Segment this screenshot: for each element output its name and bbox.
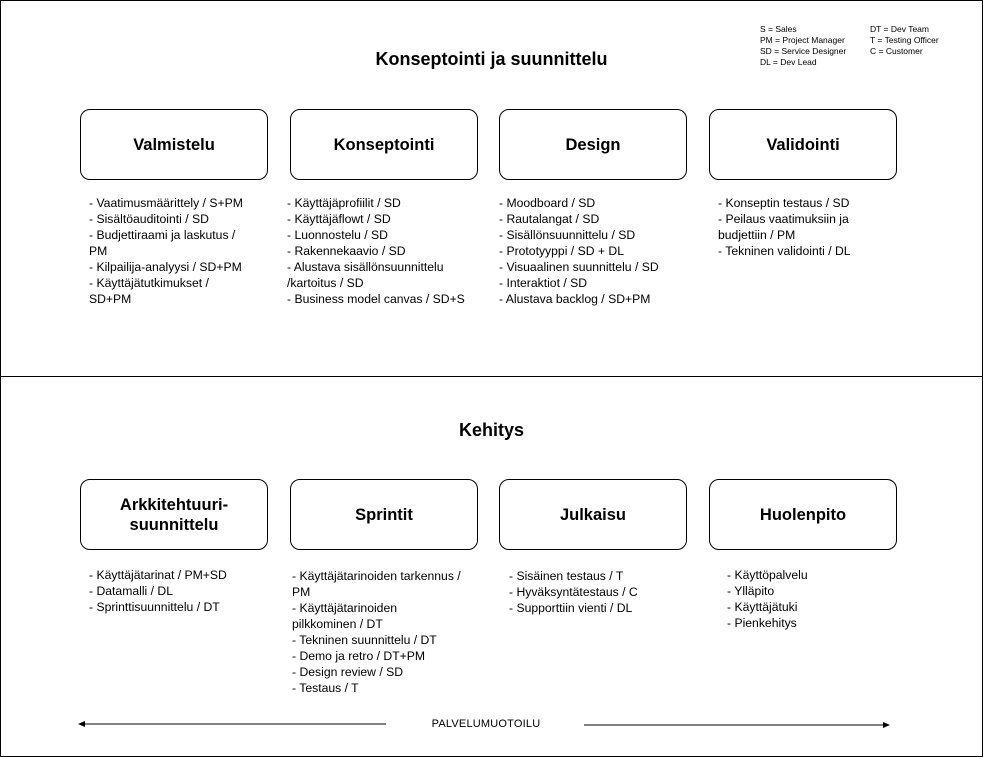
phase-title: Julkaisu [559, 505, 627, 524]
legend-roles-right: DT = Dev Team T = Testing Officer C = Cu… [870, 24, 939, 57]
task-item: - Sisältöauditointi / SD [89, 212, 209, 226]
legend-entry: DL = Dev Lead [760, 57, 817, 67]
right-arrow [584, 722, 890, 728]
phase-title: Arkkitehtuuri-suunnittelu [119, 495, 229, 534]
task-item: - Moodboard / SD [499, 196, 596, 210]
section-divider [0, 376, 983, 377]
phase-box-arkkitehtuurisuunnittelu: Arkkitehtuuri-suunnittelu [80, 479, 268, 550]
phase-box-sprintit: Sprintit [290, 479, 478, 550]
phase-title: Sprintit [355, 505, 413, 524]
task-item: - Alustava sisällönsuunnittelu [287, 260, 444, 274]
task-list-validointi: - Konseptin testaus / SD - Peilaus vaati… [718, 195, 851, 259]
task-list-sprintit: - Käyttäjätarinoiden tarkennus / PM - Kä… [292, 568, 461, 696]
task-item: - Vaatimusmäärittely / S+PM [89, 196, 243, 210]
legend-entry: S = Sales [760, 24, 797, 34]
legend-entry: C = Customer [870, 46, 923, 56]
section-title-konseptointi: Konseptointi ja suunnittelu [375, 49, 608, 69]
task-item: - Budjettiraami ja laskutus / [89, 228, 236, 242]
task-item: - Visuaalinen suunnittelu / SD [499, 260, 659, 274]
task-item: pilkkominen / DT [292, 617, 383, 631]
task-list-huolenpito: - Käyttöpalvelu - Ylläpito - Käyttäjätuk… [727, 567, 808, 631]
task-item: SD+PM [89, 292, 132, 306]
task-item: - Business model canvas / SD+S [287, 292, 465, 306]
left-arrow [78, 721, 386, 727]
task-item: - Rautalangat / SD [499, 212, 600, 226]
task-list-konseptointi: - Käyttäjäprofiilit / SD - Käyttäjäflowt… [287, 195, 465, 307]
task-list-design: - Moodboard / SD - Rautalangat / SD - Si… [499, 195, 659, 307]
task-item: - Testaus / T [292, 681, 359, 695]
palvelumuotoilu-label: PALVELUMUOTOILU [431, 718, 541, 730]
legend-entry: DT = Dev Team [870, 24, 929, 34]
task-item: - Käyttäjäprofiilit / SD [287, 196, 401, 210]
phase-box-validointi: Validointi [709, 109, 897, 180]
phase-title: Design [565, 135, 621, 154]
task-item: - Tekninen suunnittelu / DT [292, 633, 437, 647]
phase-title: Valmistelu [133, 135, 215, 154]
task-item: - Peilaus vaatimuksiin ja [718, 212, 849, 226]
task-list-arkkitehtuurisuunnittelu: - Käyttäjätarinat / PM+SD - Datamalli / … [89, 567, 227, 615]
legend-roles-left: S = Sales PM = Project Manager SD = Serv… [760, 24, 846, 68]
task-item: - Datamalli / DL [89, 584, 173, 598]
task-item: budjettiin / PM [718, 228, 796, 242]
task-item: - Sprinttisuunnittelu / DT [89, 600, 220, 614]
phase-title: Validointi [766, 135, 840, 154]
task-item: - Kilpailija-analyysi / SD+PM [89, 260, 242, 274]
task-item: - Alustava backlog / SD+PM [499, 292, 651, 306]
task-item: - Käyttäjätarinat / PM+SD [89, 568, 227, 582]
legend-entry: PM = Project Manager [760, 35, 845, 45]
task-item: - Demo ja retro / DT+PM [292, 649, 426, 663]
phase-box-valmistelu: Valmistelu [80, 109, 268, 180]
section-title-kehitys: Kehitys [458, 420, 525, 440]
task-item: - Tekninen validointi / DL [718, 244, 851, 258]
phase-box-huolenpito: Huolenpito [709, 479, 897, 550]
phase-box-julkaisu: Julkaisu [499, 479, 687, 550]
task-item: - Pienkehitys [727, 616, 797, 630]
task-item: - Käyttäjätarinoiden [292, 601, 398, 615]
task-item: - Ylläpito [727, 584, 775, 598]
task-item: /kartoitus / SD [287, 276, 364, 290]
task-item: - Käyttöpalvelu [727, 568, 808, 582]
task-item: - Käyttäjätarinoiden tarkennus / [292, 569, 461, 583]
legend-entry: T = Testing Officer [870, 35, 939, 45]
task-item: - Käyttäjätutkimukset / [89, 276, 209, 290]
task-item: - Supporttiin vienti / DL [509, 601, 633, 615]
legend-entry: SD = Service Designer [760, 46, 847, 56]
task-item: - Käyttäjätuki [727, 600, 798, 614]
task-item: - Prototyyppi / SD + DL [499, 244, 624, 258]
task-item: - Interaktiot / SD [499, 276, 588, 290]
phase-box-design: Design [499, 109, 687, 180]
task-item: - Luonnostelu / SD [287, 228, 388, 242]
task-item: - Sisällönsuunnittelu / SD [499, 228, 636, 242]
task-item: PM [292, 585, 311, 599]
task-list-valmistelu: - Vaatimusmäärittely / S+PM - Sisältöaud… [89, 195, 243, 307]
task-item: - Rakennekaavio / SD [287, 244, 406, 258]
task-item: - Konseptin testaus / SD [718, 196, 850, 210]
task-list-julkaisu: - Sisäinen testaus / T - Hyväksyntätesta… [509, 568, 638, 616]
phase-title: Huolenpito [759, 505, 847, 524]
task-item: - Käyttäjäflowt / SD [287, 212, 391, 226]
task-item: - Design review / SD [292, 665, 404, 679]
task-item: - Hyväksyntätestaus / C [509, 585, 638, 599]
task-item: - Sisäinen testaus / T [509, 569, 624, 583]
phase-box-konseptointi: Konseptointi [290, 109, 478, 180]
task-item: PM [89, 244, 108, 258]
phase-title: Konseptointi [333, 135, 435, 154]
